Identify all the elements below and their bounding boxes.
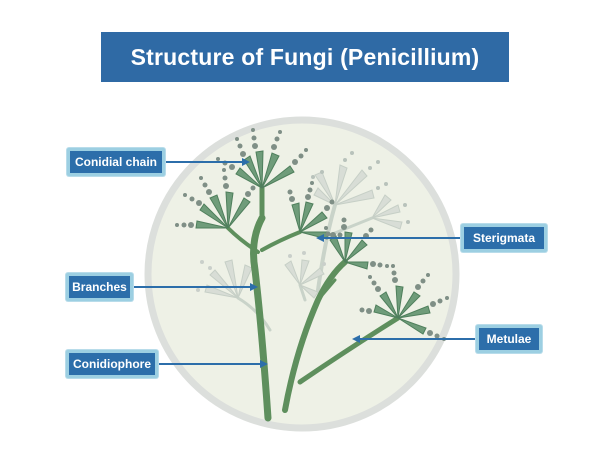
- label-metulae: Metulae: [476, 325, 542, 353]
- label-conidiophore: Conidiophore: [66, 350, 158, 378]
- label-conidial-chain: Conidial chain: [67, 148, 165, 176]
- label-branches: Branches: [66, 273, 133, 301]
- background-heads: [204, 164, 403, 299]
- label-sterigmata: Sterigmata: [461, 224, 547, 252]
- pointer-arrows: [133, 158, 476, 368]
- diagram-title: Structure of Fungi (Penicillium): [101, 32, 509, 82]
